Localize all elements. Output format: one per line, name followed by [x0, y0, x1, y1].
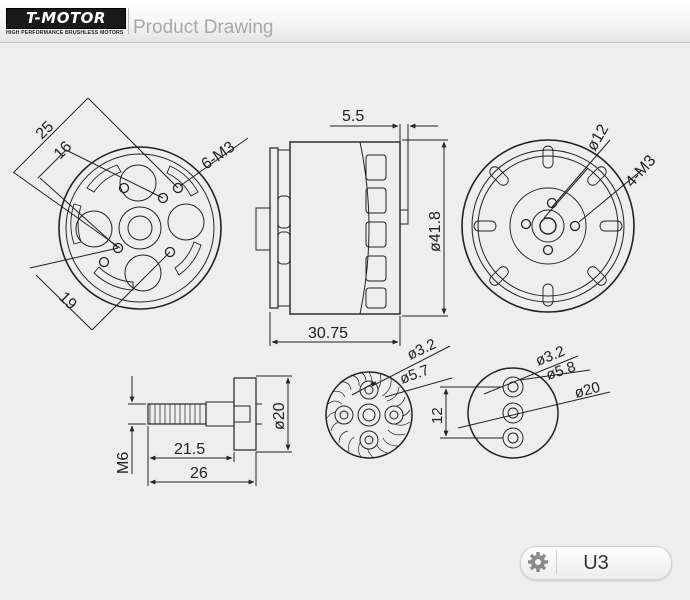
- rear-view: [461, 139, 643, 313]
- front-dim-19: 19: [55, 289, 80, 314]
- page-title: Product Drawing: [133, 17, 274, 38]
- shaft-view: [128, 375, 292, 486]
- logo-text: T-MOTOR: [26, 9, 106, 27]
- gear-icon[interactable]: [526, 550, 550, 574]
- model-badge-divider: [556, 550, 557, 574]
- logo-tagline: HIGH PERFORMANCE BRUSHLESS MOTORS: [6, 30, 124, 36]
- shaft-dim-inner: 21.5: [174, 441, 205, 458]
- header-bar: T-MOTOR HIGH PERFORMANCE BRUSHLESS MOTOR…: [0, 0, 690, 43]
- side-dim-length: 30.75: [308, 325, 348, 342]
- rear-view-slots: [473, 145, 623, 307]
- model-label: U3: [583, 552, 609, 574]
- shaft-dim-total: 26: [190, 465, 208, 482]
- adapter-face-spacing: 12: [429, 407, 446, 424]
- front-holes-label: 6-M3: [199, 138, 239, 173]
- shaft-dim-diameter: ø20: [271, 402, 288, 430]
- front-view-slots: [70, 164, 202, 291]
- prop-adapter-side-view: [325, 345, 453, 459]
- brand-logo: T-MOTOR HIGH PERFORMANCE BRUSHLESS MOTOR…: [6, 8, 126, 36]
- product-drawing: 25 16 19 6-M3 5.5 ø41.8 30.75: [12, 97, 659, 486]
- logo-badge: T-MOTOR: [6, 8, 126, 29]
- adapter-face-outer: ø20: [573, 379, 602, 402]
- shaft-thread-label: M6: [115, 452, 132, 474]
- rear-holes-label: 4-M3: [622, 152, 659, 191]
- front-dim-16: 16: [51, 138, 76, 163]
- side-dim-offset: 5.5: [342, 108, 364, 125]
- prop-adapter-face-view: [440, 355, 611, 459]
- side-dim-diameter: ø41.8: [427, 211, 444, 252]
- adapter-side-hole: ø3.2: [405, 336, 439, 364]
- adapter-side-outer: ø5.7: [398, 362, 432, 388]
- front-view: [12, 97, 249, 331]
- header-divider: [128, 8, 129, 34]
- side-view: [255, 123, 448, 346]
- front-dim-25: 25: [33, 118, 58, 143]
